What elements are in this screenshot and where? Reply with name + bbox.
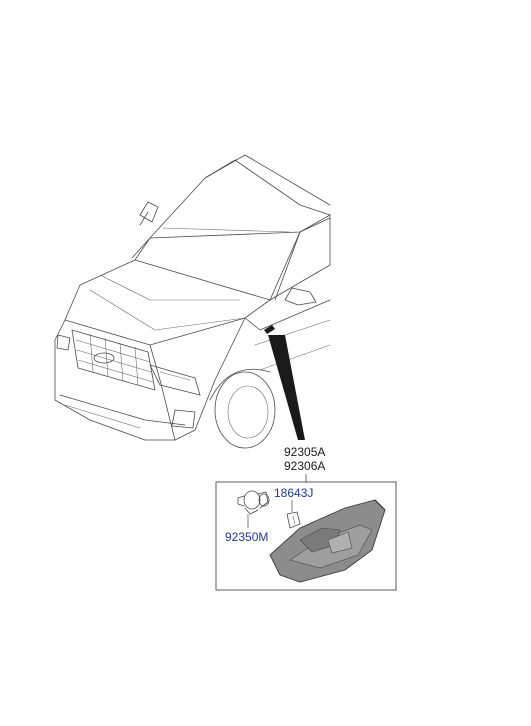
wedge-bulb-icon: [286, 511, 301, 529]
assembly-code-a-label[interactable]: 92305A: [284, 445, 325, 459]
marker-location-icon: [264, 325, 275, 334]
vehicle-illustration: [54, 154, 331, 449]
front-wheel: [209, 368, 276, 449]
socket-code-label[interactable]: 92350M: [225, 530, 268, 544]
side-repeater-lamp-icon: [269, 499, 386, 583]
assembly-code-b-label[interactable]: 92306A: [284, 459, 325, 473]
grille: [71, 329, 156, 391]
bulb-socket-icon: [237, 490, 270, 515]
bulb-code-label[interactable]: 18643J: [274, 486, 313, 500]
leader-wedge: [268, 335, 305, 440]
detail-box: [215, 481, 397, 591]
